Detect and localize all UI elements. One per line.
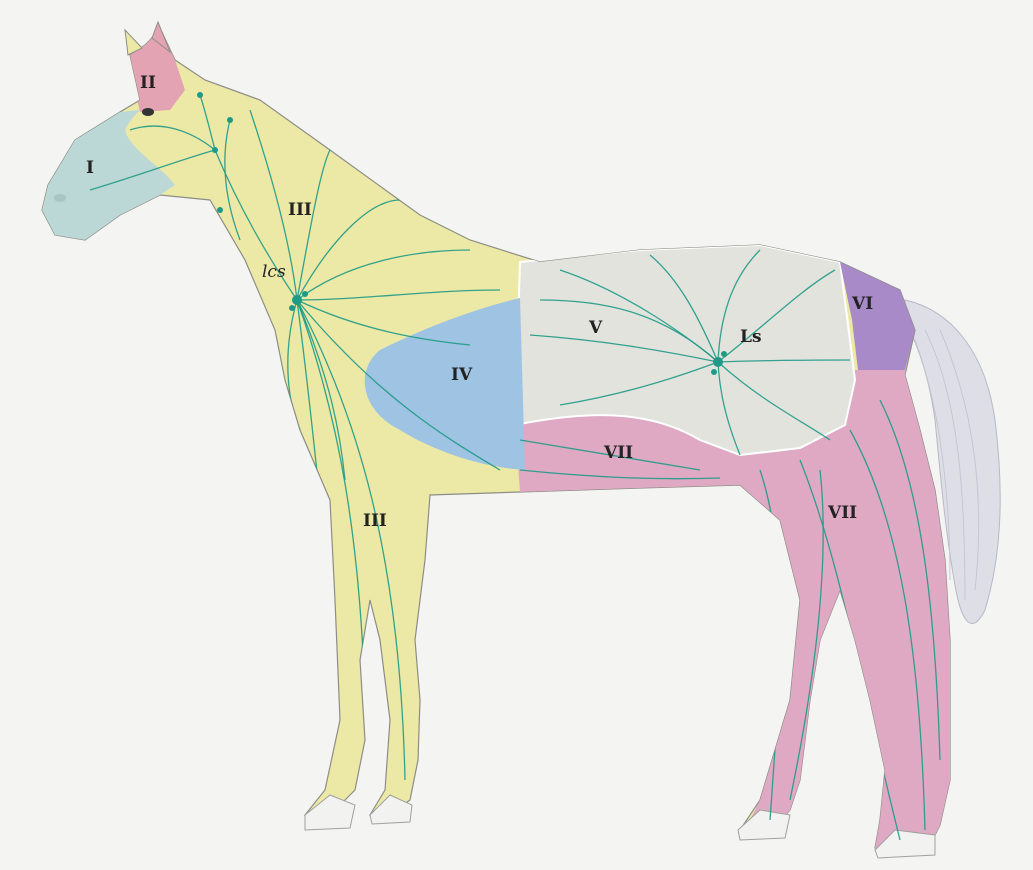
label-ls: Ls bbox=[740, 327, 762, 347]
hoof bbox=[738, 810, 790, 840]
lymph-node bbox=[197, 92, 203, 98]
label-region-III-leg: III bbox=[363, 511, 387, 531]
label-region-VI: VI bbox=[851, 294, 873, 314]
lymph-node-lcs bbox=[292, 295, 302, 305]
label-region-III-neck: III bbox=[288, 200, 312, 220]
label-region-V: V bbox=[588, 318, 603, 338]
lymph-node bbox=[721, 351, 727, 357]
lymph-node bbox=[227, 117, 233, 123]
lymph-node bbox=[217, 207, 223, 213]
label-region-VII-leg: VII bbox=[827, 503, 857, 523]
lymph-node-ls bbox=[713, 357, 723, 367]
lymph-node bbox=[289, 305, 295, 311]
lymph-node bbox=[212, 147, 218, 153]
label-lcs: lcs bbox=[262, 262, 286, 282]
hoof bbox=[305, 795, 355, 830]
label-region-IV: IV bbox=[451, 365, 473, 385]
lymph-node bbox=[302, 291, 308, 297]
lymph-node bbox=[711, 369, 717, 375]
label-region-II: II bbox=[140, 73, 156, 93]
eye bbox=[142, 108, 154, 116]
nostril bbox=[54, 194, 66, 202]
label-region-I: I bbox=[86, 158, 94, 178]
label-region-VII-belly: VII bbox=[603, 443, 633, 463]
